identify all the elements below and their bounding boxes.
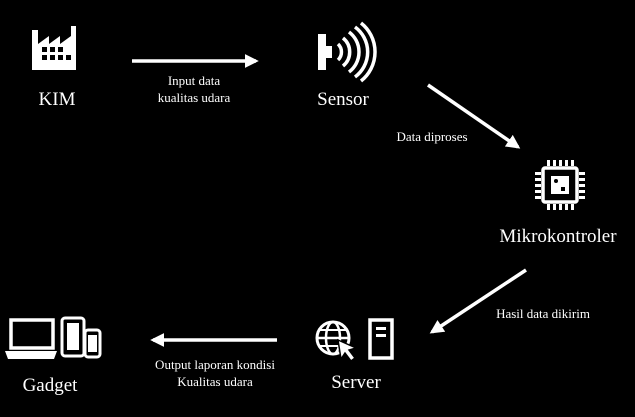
microchip-icon xyxy=(535,160,585,210)
edge-label-output-laporan: Output laporan kondisi Kualitas udara xyxy=(155,356,275,390)
edge-label-line: Hasil data dikirim xyxy=(496,306,590,321)
node-label-kim: KIM xyxy=(38,89,76,110)
edge-label-line: kualitas udara xyxy=(157,90,231,105)
edge-label-line: Data diproses xyxy=(396,129,468,144)
edge-label-line: Input data xyxy=(167,73,221,88)
arrow-sensor-to-mikrokontroler xyxy=(427,83,521,149)
edge-label-line: Output laporan kondisi xyxy=(155,357,275,372)
server-icon xyxy=(368,318,394,360)
devices-icon xyxy=(5,316,102,359)
factory-icon xyxy=(32,26,76,70)
edge-label-data-diproses: Data diproses xyxy=(396,128,467,145)
edge-label-input-data: Input data kualitas udara xyxy=(158,72,231,106)
arrow-mikrokontroler-to-server xyxy=(429,268,527,334)
node-label-mikrokontroler: Mikrokontroler xyxy=(499,226,617,247)
globe-cursor-icon xyxy=(315,320,359,363)
node-label-sensor: Sensor xyxy=(317,89,369,110)
edge-label-line: Kualitas udara xyxy=(177,374,253,389)
node-label-gadget: Gadget xyxy=(22,375,78,396)
sensor-icon xyxy=(318,21,377,83)
edge-label-hasil-data: Hasil data dikirim xyxy=(496,305,590,322)
node-label-server: Server xyxy=(331,372,381,393)
